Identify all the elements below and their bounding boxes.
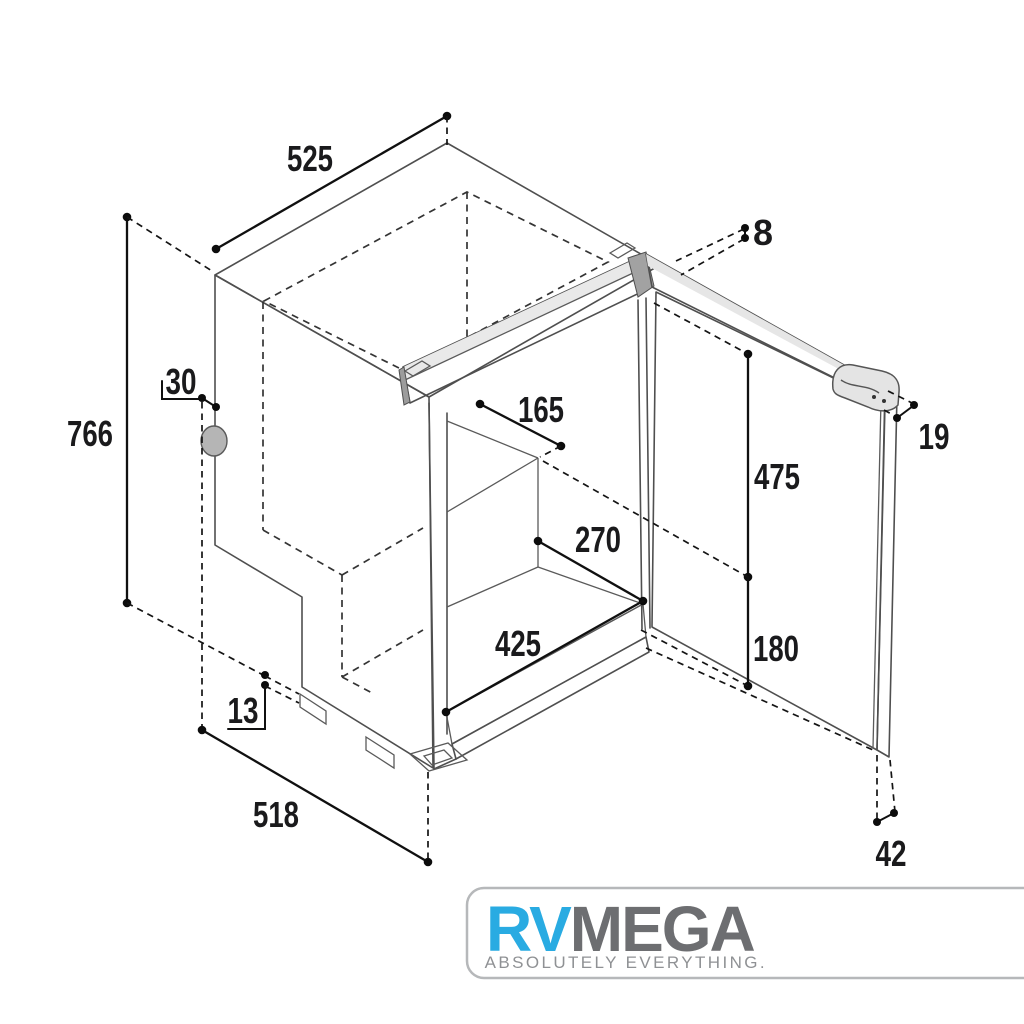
logo-mega: MEGA xyxy=(570,893,755,965)
cabinet-bottom-sill xyxy=(433,602,650,770)
dim-label-42: 42 xyxy=(876,833,907,874)
dim-label-475: 475 xyxy=(754,456,800,497)
dimension-annotations: 525 766 30 8 165 xyxy=(67,111,950,874)
foot-right xyxy=(365,735,395,770)
dim-door-edge-bottom-42: 42 xyxy=(645,647,907,874)
dim-flange-gap-8: 8 xyxy=(675,212,773,276)
door-handle xyxy=(832,363,900,412)
top-hinge-cutouts xyxy=(403,242,637,377)
logo-wordmark: RVMEGA xyxy=(486,893,755,965)
dim-label-19: 19 xyxy=(919,416,950,457)
side-panel-hidden-lines xyxy=(262,302,424,695)
dim-label-518: 518 xyxy=(253,794,299,835)
cabinet-side-panel xyxy=(214,274,434,769)
dim-flange-bottom-13: 13 xyxy=(227,671,300,731)
dim-label-525: 525 xyxy=(287,138,333,179)
dim-label-8: 8 xyxy=(753,212,773,253)
dim-upper-depth-165: 165 xyxy=(475,389,566,458)
corner-bracket xyxy=(408,742,469,772)
dim-interior-width-425: 425 xyxy=(441,599,645,717)
fridge-cabinet xyxy=(200,142,661,772)
dim-label-165: 165 xyxy=(518,389,564,430)
dim-overall-depth-518: 518 xyxy=(197,725,433,867)
dim-label-13: 13 xyxy=(228,690,259,731)
logo-box xyxy=(465,886,1024,980)
dim-label-180: 180 xyxy=(753,628,799,669)
dim-overall-height-766: 766 xyxy=(67,212,266,677)
rvmega-logo: RVMEGA ABSOLUTELY EVERYTHING. xyxy=(465,886,1024,980)
side-hinge-knob xyxy=(200,425,228,457)
door-inner-face xyxy=(651,291,886,751)
top-face-hidden-lines xyxy=(262,191,610,372)
corner-bracket-slot xyxy=(422,749,454,766)
logo-tagline: ABSOLUTELY EVERYTHING. xyxy=(485,953,767,972)
cabinet-flange-rail xyxy=(398,251,655,406)
dim-label-766: 766 xyxy=(67,413,113,454)
fridge-door xyxy=(645,253,900,758)
cabinet-feet xyxy=(299,692,469,772)
dim-label-270: 270 xyxy=(575,519,621,560)
dim-lower-depth-270: 270 xyxy=(533,519,648,606)
dim-cabinet-width-525: 525 xyxy=(211,111,452,254)
foot-left xyxy=(299,692,327,726)
logo-rv: RV xyxy=(486,893,572,965)
dim-label-30: 30 xyxy=(166,361,197,402)
dim-label-425: 425 xyxy=(495,623,541,664)
dim-lower-height-180: 180 xyxy=(640,575,799,691)
dim-door-edge-top-19: 19 xyxy=(883,390,950,457)
dim-flange-overhang-30: 30 xyxy=(161,361,220,729)
dim-upper-height-475: 475 xyxy=(542,302,800,582)
